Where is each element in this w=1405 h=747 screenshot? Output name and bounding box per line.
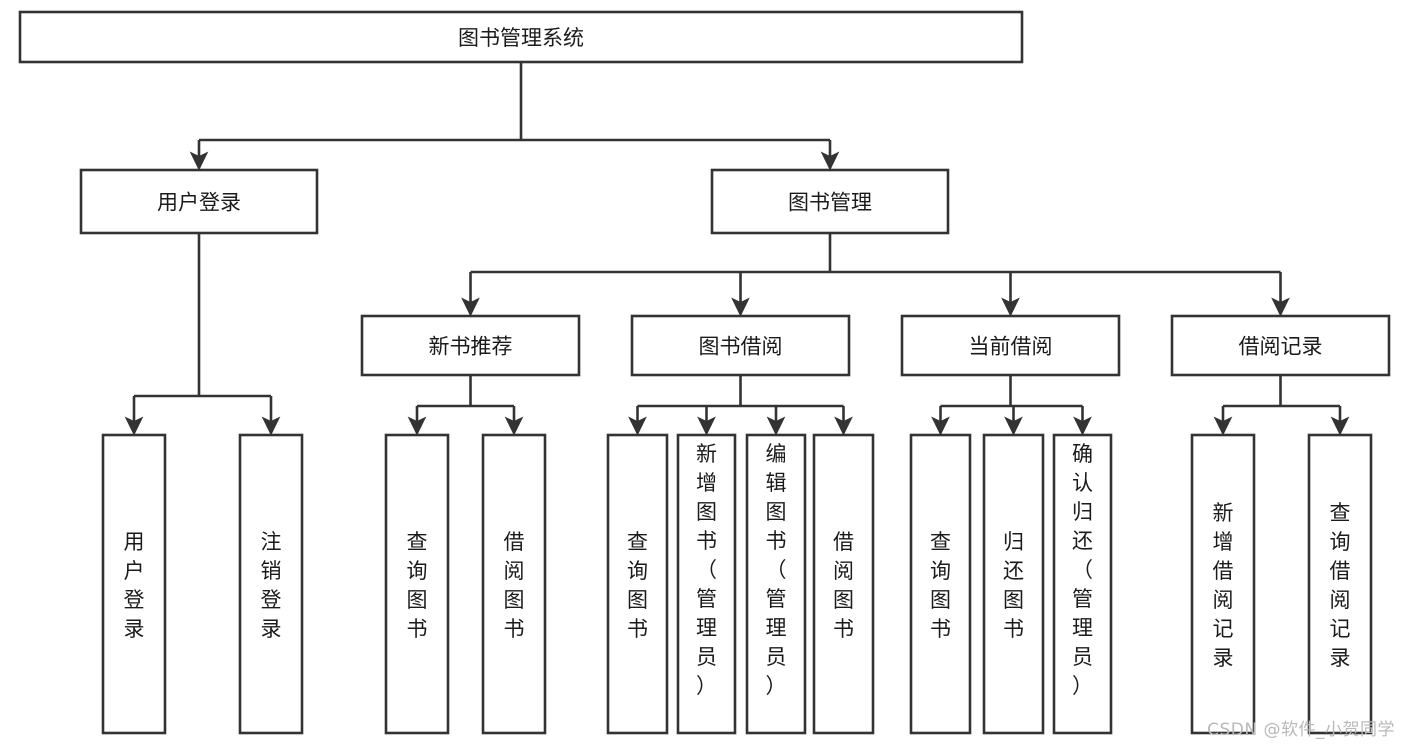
node-book-borrow[interactable]: 图书借阅 — [630, 314, 851, 377]
node-label-leaf-query-book-2: 查询图书 — [627, 530, 648, 641]
node-label-new-book-rec: 新书推荐 — [429, 335, 513, 359]
node-box-leaf-borrow-book-2[interactable] — [812, 433, 875, 735]
node-leaf-query-book-3[interactable]: 查询图书 — [909, 433, 972, 735]
node-box-book-manage[interactable] — [710, 168, 950, 235]
node-box-root[interactable] — [18, 10, 1024, 64]
node-current-borrow[interactable]: 当前借阅 — [900, 314, 1121, 377]
node-leaf-edit-book[interactable]: 编辑图书（管理员） — [745, 433, 807, 735]
node-box-leaf-borrow-book-1[interactable] — [481, 433, 547, 735]
node-leaf-borrow-book-2[interactable]: 借阅图书 — [812, 433, 875, 735]
node-leaf-borrow-book-1[interactable]: 借阅图书 — [481, 433, 547, 735]
node-leaf-confirm-return[interactable]: 确认归还（管理员） — [1052, 433, 1113, 735]
node-label-leaf-add-book: 新增图书（管理员） — [696, 442, 717, 698]
node-label-borrow-record: 借阅记录 — [1239, 335, 1323, 359]
node-box-leaf-return-book[interactable] — [982, 433, 1045, 735]
node-box-leaf-confirm-return[interactable] — [1052, 433, 1113, 735]
node-box-new-book-rec[interactable] — [360, 314, 581, 377]
node-label-leaf-query-book-3: 查询图书 — [930, 530, 951, 641]
node-label-leaf-edit-book: 编辑图书（管理员） — [766, 442, 787, 698]
node-box-borrow-record[interactable] — [1170, 314, 1391, 377]
node-new-book-rec[interactable]: 新书推荐 — [360, 314, 581, 377]
node-leaf-return-book[interactable]: 归还图书 — [982, 433, 1045, 735]
node-box-leaf-add-book[interactable] — [676, 433, 737, 735]
node-leaf-query-book-2[interactable]: 查询图书 — [606, 433, 669, 735]
node-box-leaf-query-book-2[interactable] — [606, 433, 669, 735]
node-label-leaf-query-book-1: 查询图书 — [407, 530, 428, 641]
node-label-current-borrow: 当前借阅 — [969, 335, 1053, 359]
node-box-book-borrow[interactable] — [630, 314, 851, 377]
node-box-leaf-query-book-3[interactable] — [909, 433, 972, 735]
node-leaf-user-logout[interactable]: 注销登录 — [238, 433, 304, 735]
node-borrow-record[interactable]: 借阅记录 — [1170, 314, 1391, 377]
node-box-user-login[interactable] — [79, 168, 319, 235]
connector-links — [124, 62, 1350, 436]
node-leaf-query-record[interactable]: 查询借阅记录 — [1307, 433, 1373, 735]
node-label-leaf-query-record: 查询借阅记录 — [1330, 501, 1351, 670]
node-box-leaf-add-record[interactable] — [1190, 433, 1256, 735]
node-box-leaf-edit-book[interactable] — [745, 433, 807, 735]
node-label-leaf-confirm-return: 确认归还（管理员） — [1072, 442, 1093, 698]
node-label-leaf-borrow-book-2: 借阅图书 — [833, 530, 854, 641]
node-label-book-manage: 图书管理 — [788, 191, 872, 215]
node-book-manage[interactable]: 图书管理 — [710, 168, 950, 235]
node-label-leaf-user-logout: 注销登录 — [261, 530, 282, 641]
node-root[interactable]: 图书管理系统 — [18, 10, 1024, 64]
node-label-leaf-borrow-book-1: 借阅图书 — [504, 530, 525, 641]
node-leaf-query-book-1[interactable]: 查询图书 — [384, 433, 450, 735]
node-label-user-login: 用户登录 — [157, 191, 241, 215]
node-leaf-user-login[interactable]: 用户登录 — [101, 433, 167, 735]
node-box-current-borrow[interactable] — [900, 314, 1121, 377]
node-leaf-add-record[interactable]: 新增借阅记录 — [1190, 433, 1256, 735]
node-user-login[interactable]: 用户登录 — [79, 168, 319, 235]
node-boxes: 图书管理系统用户登录图书管理新书推荐图书借阅当前借阅借阅记录用户登录注销登录查询… — [18, 10, 1391, 735]
node-box-leaf-user-login[interactable] — [101, 433, 167, 735]
node-label-book-borrow: 图书借阅 — [699, 335, 783, 359]
node-label-leaf-add-record: 新增借阅记录 — [1213, 501, 1234, 670]
node-box-leaf-query-book-1[interactable] — [384, 433, 450, 735]
node-label-root: 图书管理系统 — [458, 26, 584, 50]
node-leaf-add-book[interactable]: 新增图书（管理员） — [676, 433, 737, 735]
node-label-leaf-return-book: 归还图书 — [1003, 530, 1024, 641]
node-box-leaf-query-record[interactable] — [1307, 433, 1373, 735]
node-box-leaf-user-logout[interactable] — [238, 433, 304, 735]
node-label-leaf-user-login: 用户登录 — [124, 530, 145, 641]
